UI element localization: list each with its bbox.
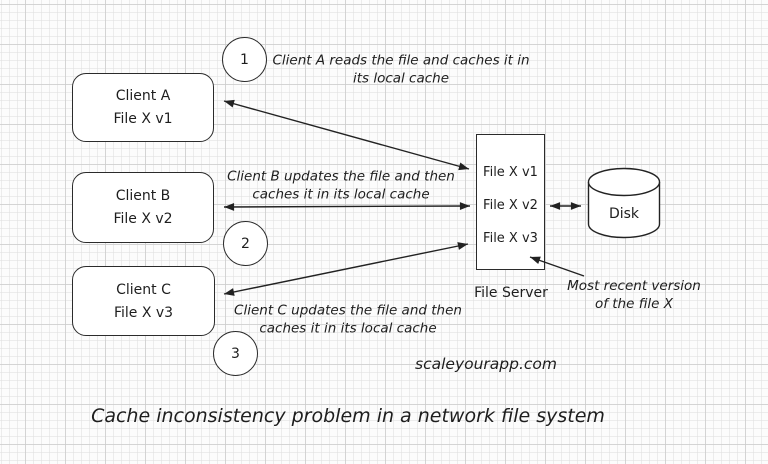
- step-1-note-line1: Client A reads the file and caches it in: [272, 52, 530, 69]
- file-server-box: File X v1 File X v2 File X v3: [476, 134, 545, 270]
- file-server-version-2: File X v2: [483, 197, 538, 213]
- step-3-note-line2: caches it in its local cache: [259, 320, 437, 336]
- step-3-note-line1: Client C updates the file and then: [234, 302, 462, 319]
- file-server-version-3: File X v3: [483, 230, 538, 246]
- step-2-note: Client B updates the file and then cache…: [227, 169, 455, 204]
- client-a-cache-version: File X v1: [113, 111, 173, 127]
- disk-label: Disk: [608, 206, 640, 222]
- diagram-title: Cache inconsistency problem in a network…: [91, 405, 605, 427]
- file-server-label: File Server: [474, 285, 548, 301]
- callout-line2: of the file X: [594, 296, 674, 312]
- most-recent-version-callout: Most recent version of the file X: [567, 277, 701, 313]
- step-1-note-line2: its local cache: [352, 70, 450, 86]
- client-b-cache-version: File X v2: [113, 211, 173, 227]
- step-3-number: 3: [231, 345, 240, 362]
- step-3-circle: 3: [213, 331, 258, 376]
- step-2-circle: 2: [223, 221, 268, 266]
- client-a-box: Client A File X v1: [72, 73, 214, 142]
- client-c-name: Client C: [116, 281, 171, 298]
- client-b-name: Client B: [115, 188, 171, 204]
- step-1-circle: 1: [222, 37, 267, 82]
- file-server-version-1: File X v1: [483, 164, 538, 180]
- client-a-name: Client A: [115, 88, 171, 104]
- step-2-number: 2: [241, 235, 250, 252]
- client-c-box: Client C File X v3: [72, 266, 215, 336]
- client-b-box: Client B File X v2: [72, 172, 214, 243]
- step-3-note: Client C updates the file and then cache…: [234, 303, 462, 338]
- step-1-note: Client A reads the file and caches it in…: [272, 53, 529, 88]
- step-2-note-line2: caches it in its local cache: [252, 186, 430, 202]
- callout-line1: Most recent version: [567, 278, 701, 294]
- arrow-client-b-file-server: [223, 202, 471, 211]
- step-2-note-line1: Client B updates the file and then: [227, 168, 455, 185]
- arrow-client-a-file-server: [223, 99, 470, 171]
- watermark: scaleyourapp.com: [415, 355, 557, 373]
- step-1-number: 1: [240, 51, 249, 68]
- client-c-cache-version: File X v3: [113, 304, 174, 321]
- disk-cylinder-icon: [587, 167, 661, 239]
